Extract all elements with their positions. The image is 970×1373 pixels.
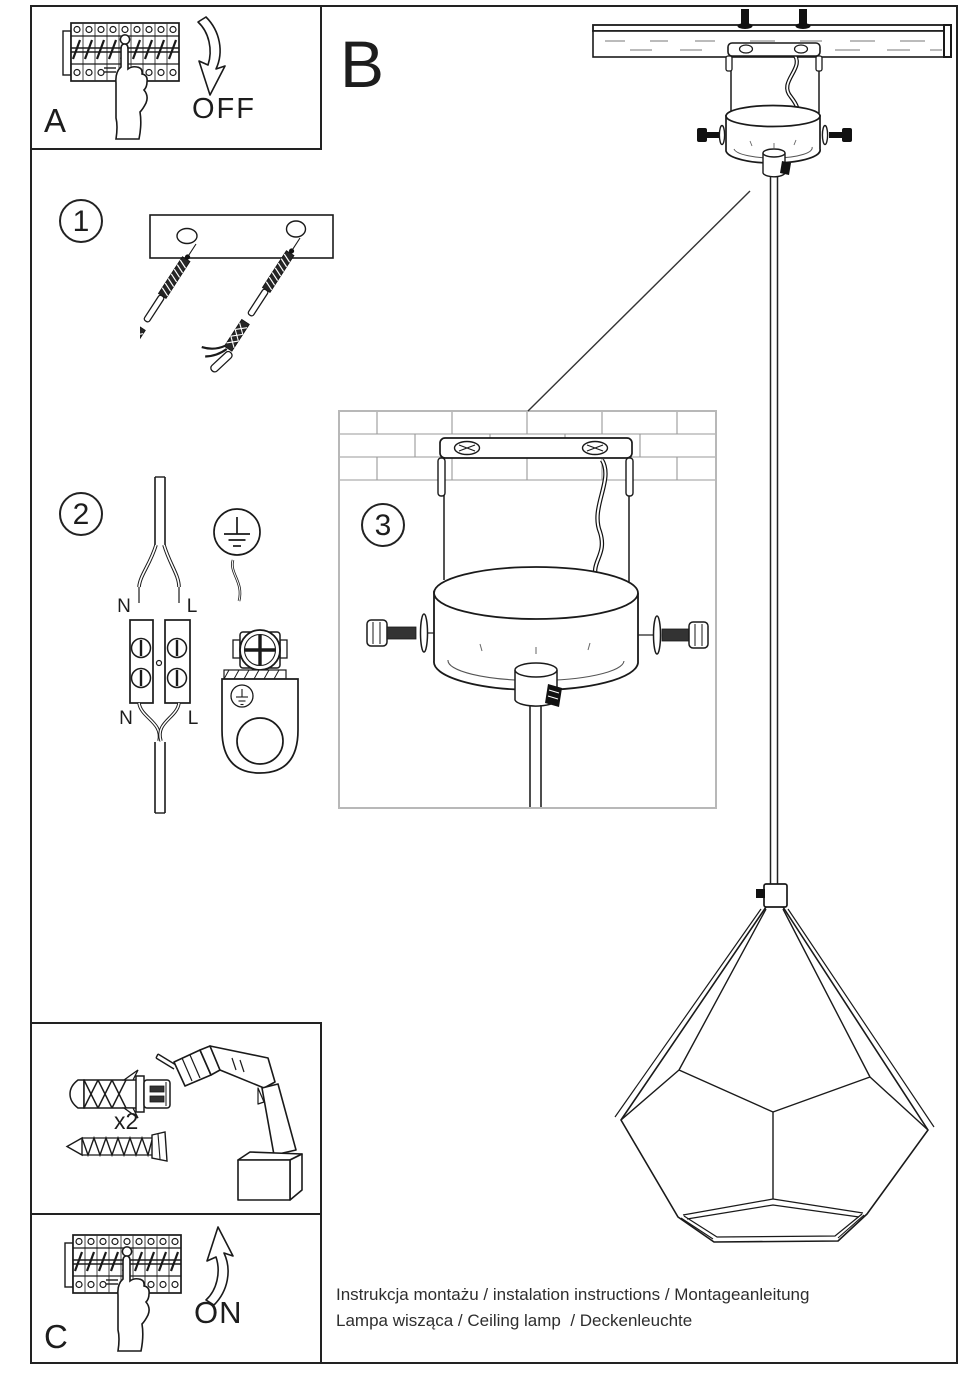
wall-anchor-icon [69, 1069, 171, 1119]
footer-title-line1: Instrukcja montażu / instalation instruc… [336, 1285, 810, 1304]
terminal-block [164, 619, 191, 704]
step2-drawing [129, 476, 299, 814]
pendant-lamp-drawing [614, 883, 935, 1243]
step3-number: 3 [361, 503, 405, 547]
plate-hole [285, 220, 307, 238]
panel-c-label: C [44, 1318, 68, 1355]
canopy-side-screw-left [366, 613, 434, 653]
detail-leader-line [527, 190, 751, 412]
circuit-breaker-icon [63, 1233, 183, 1353]
bracket-drawing [725, 42, 823, 117]
canopy-drawing [433, 566, 639, 691]
neutral-label-bottom: N [119, 708, 133, 729]
canopy-drawing [725, 104, 821, 164]
terminal-block [129, 619, 154, 704]
live-label-bottom: L [187, 708, 199, 729]
arrow-up-icon [205, 1226, 234, 1306]
panel-a-drawing [61, 16, 226, 141]
step1-drawing [140, 214, 334, 384]
shade-rim-inner [683, 1213, 863, 1238]
mounting-bracket-drawing [437, 437, 634, 587]
arrow-down-icon [197, 16, 226, 96]
shade-silhouette [620, 906, 929, 1243]
panel-b-drawing [527, 9, 952, 1243]
live-label-top: L [186, 596, 198, 617]
shade-facet-lines [620, 908, 929, 1199]
panel-b-label: B [340, 27, 385, 101]
mounting-bolts [737, 9, 811, 29]
step3-panel [338, 410, 717, 809]
screw-icon [65, 1131, 168, 1162]
panel-a-label: A [44, 102, 67, 139]
step2-number: 2 [59, 492, 103, 536]
ground-connection-drawing [213, 508, 299, 774]
cord-grip-drawing [762, 148, 791, 178]
cord-drawing [769, 177, 779, 884]
tools-drawing [65, 1045, 303, 1201]
panel-c-drawing [63, 1226, 234, 1353]
shade-rim-top [682, 1198, 864, 1220]
drill-icon [155, 1045, 303, 1201]
step1-number: 1 [59, 199, 103, 243]
step3-drawing [340, 412, 715, 807]
canopy-side-screws [697, 124, 852, 146]
cord-grip-drawing [514, 662, 562, 707]
set-screw-icon [780, 161, 791, 175]
panel-a-action-label: OFF [192, 93, 256, 125]
footer-title-line2: Lampa wisząca / Ceiling lamp / Deckenleu… [336, 1311, 693, 1330]
ceiling-plank-drawing [592, 24, 952, 58]
cable-and-terminal-drawing [129, 476, 191, 814]
anchor-quantity-label: x2 [114, 1108, 139, 1134]
panel-c-action-label: ON [194, 1295, 243, 1330]
cord-connector [763, 883, 788, 908]
canopy-side-screw-right [638, 615, 709, 655]
cord-drawing [529, 705, 542, 807]
neutral-label-top: N [117, 596, 131, 617]
plate-hole [176, 227, 198, 245]
circuit-breaker-icon [61, 21, 181, 141]
